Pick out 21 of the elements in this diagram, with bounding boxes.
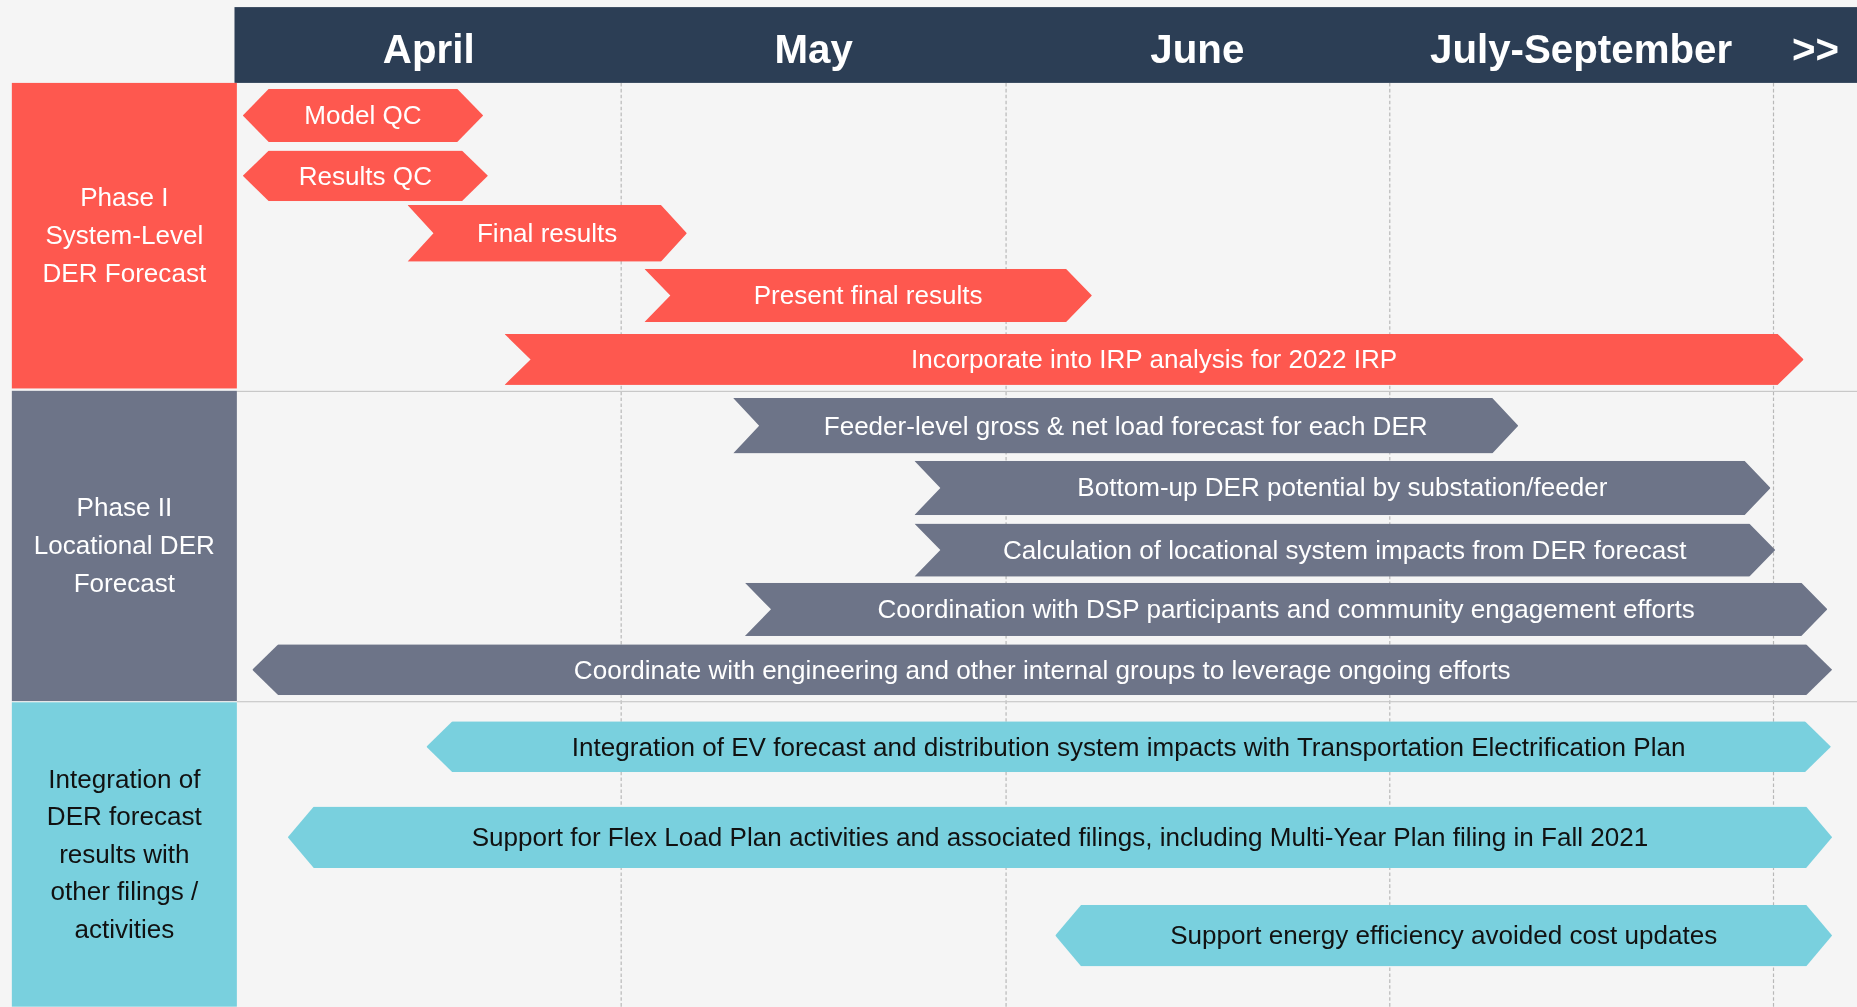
task-bar: Incorporate into IRP analysis for 2022 IRP (504, 334, 1804, 385)
timeline-bar: Results QC (242, 150, 488, 202)
task-bar: Present final results (644, 268, 1092, 323)
month-heading: July-September (1430, 26, 1733, 73)
timeline-bar: Integration of EV forecast and distribution system impacts with Transportation Electrification Plan (426, 721, 1831, 773)
row-header: Phase II Locational DER Forecast (11, 390, 237, 702)
timeline-bar: Model QC (242, 88, 484, 143)
month-heading: April (382, 26, 475, 73)
task-bar: Bottom-up DER potential by substation/feeder (914, 460, 1771, 516)
row-header: Integration of DER forecast results with other filings / activities (11, 702, 237, 1007)
month-heading: May (774, 26, 853, 73)
task-bar: Final results (407, 204, 687, 262)
task-bar: Feeder-level gross & net load forecast for each DER (733, 397, 1519, 454)
timeline-bar: Coordinate with engineering and other internal groups to leverage ongoing efforts (252, 644, 1833, 696)
task-bar: Coordination with DSP participants and community engagement efforts (744, 582, 1828, 636)
timeline-bar: Support for Flex Load Plan activities and associated filings, including Multi-Year Plan filing in Fall 2021 (287, 806, 1833, 869)
task-bar: Calculation of locational system impacts from DER forecast (914, 523, 1776, 577)
month-heading: June (1150, 26, 1245, 73)
row-header: Phase I System-Level DER Forecast (11, 82, 237, 389)
timeline-bar: Support energy efficiency avoided cost updates (1055, 904, 1833, 967)
more-indicator: >> (1792, 26, 1840, 73)
